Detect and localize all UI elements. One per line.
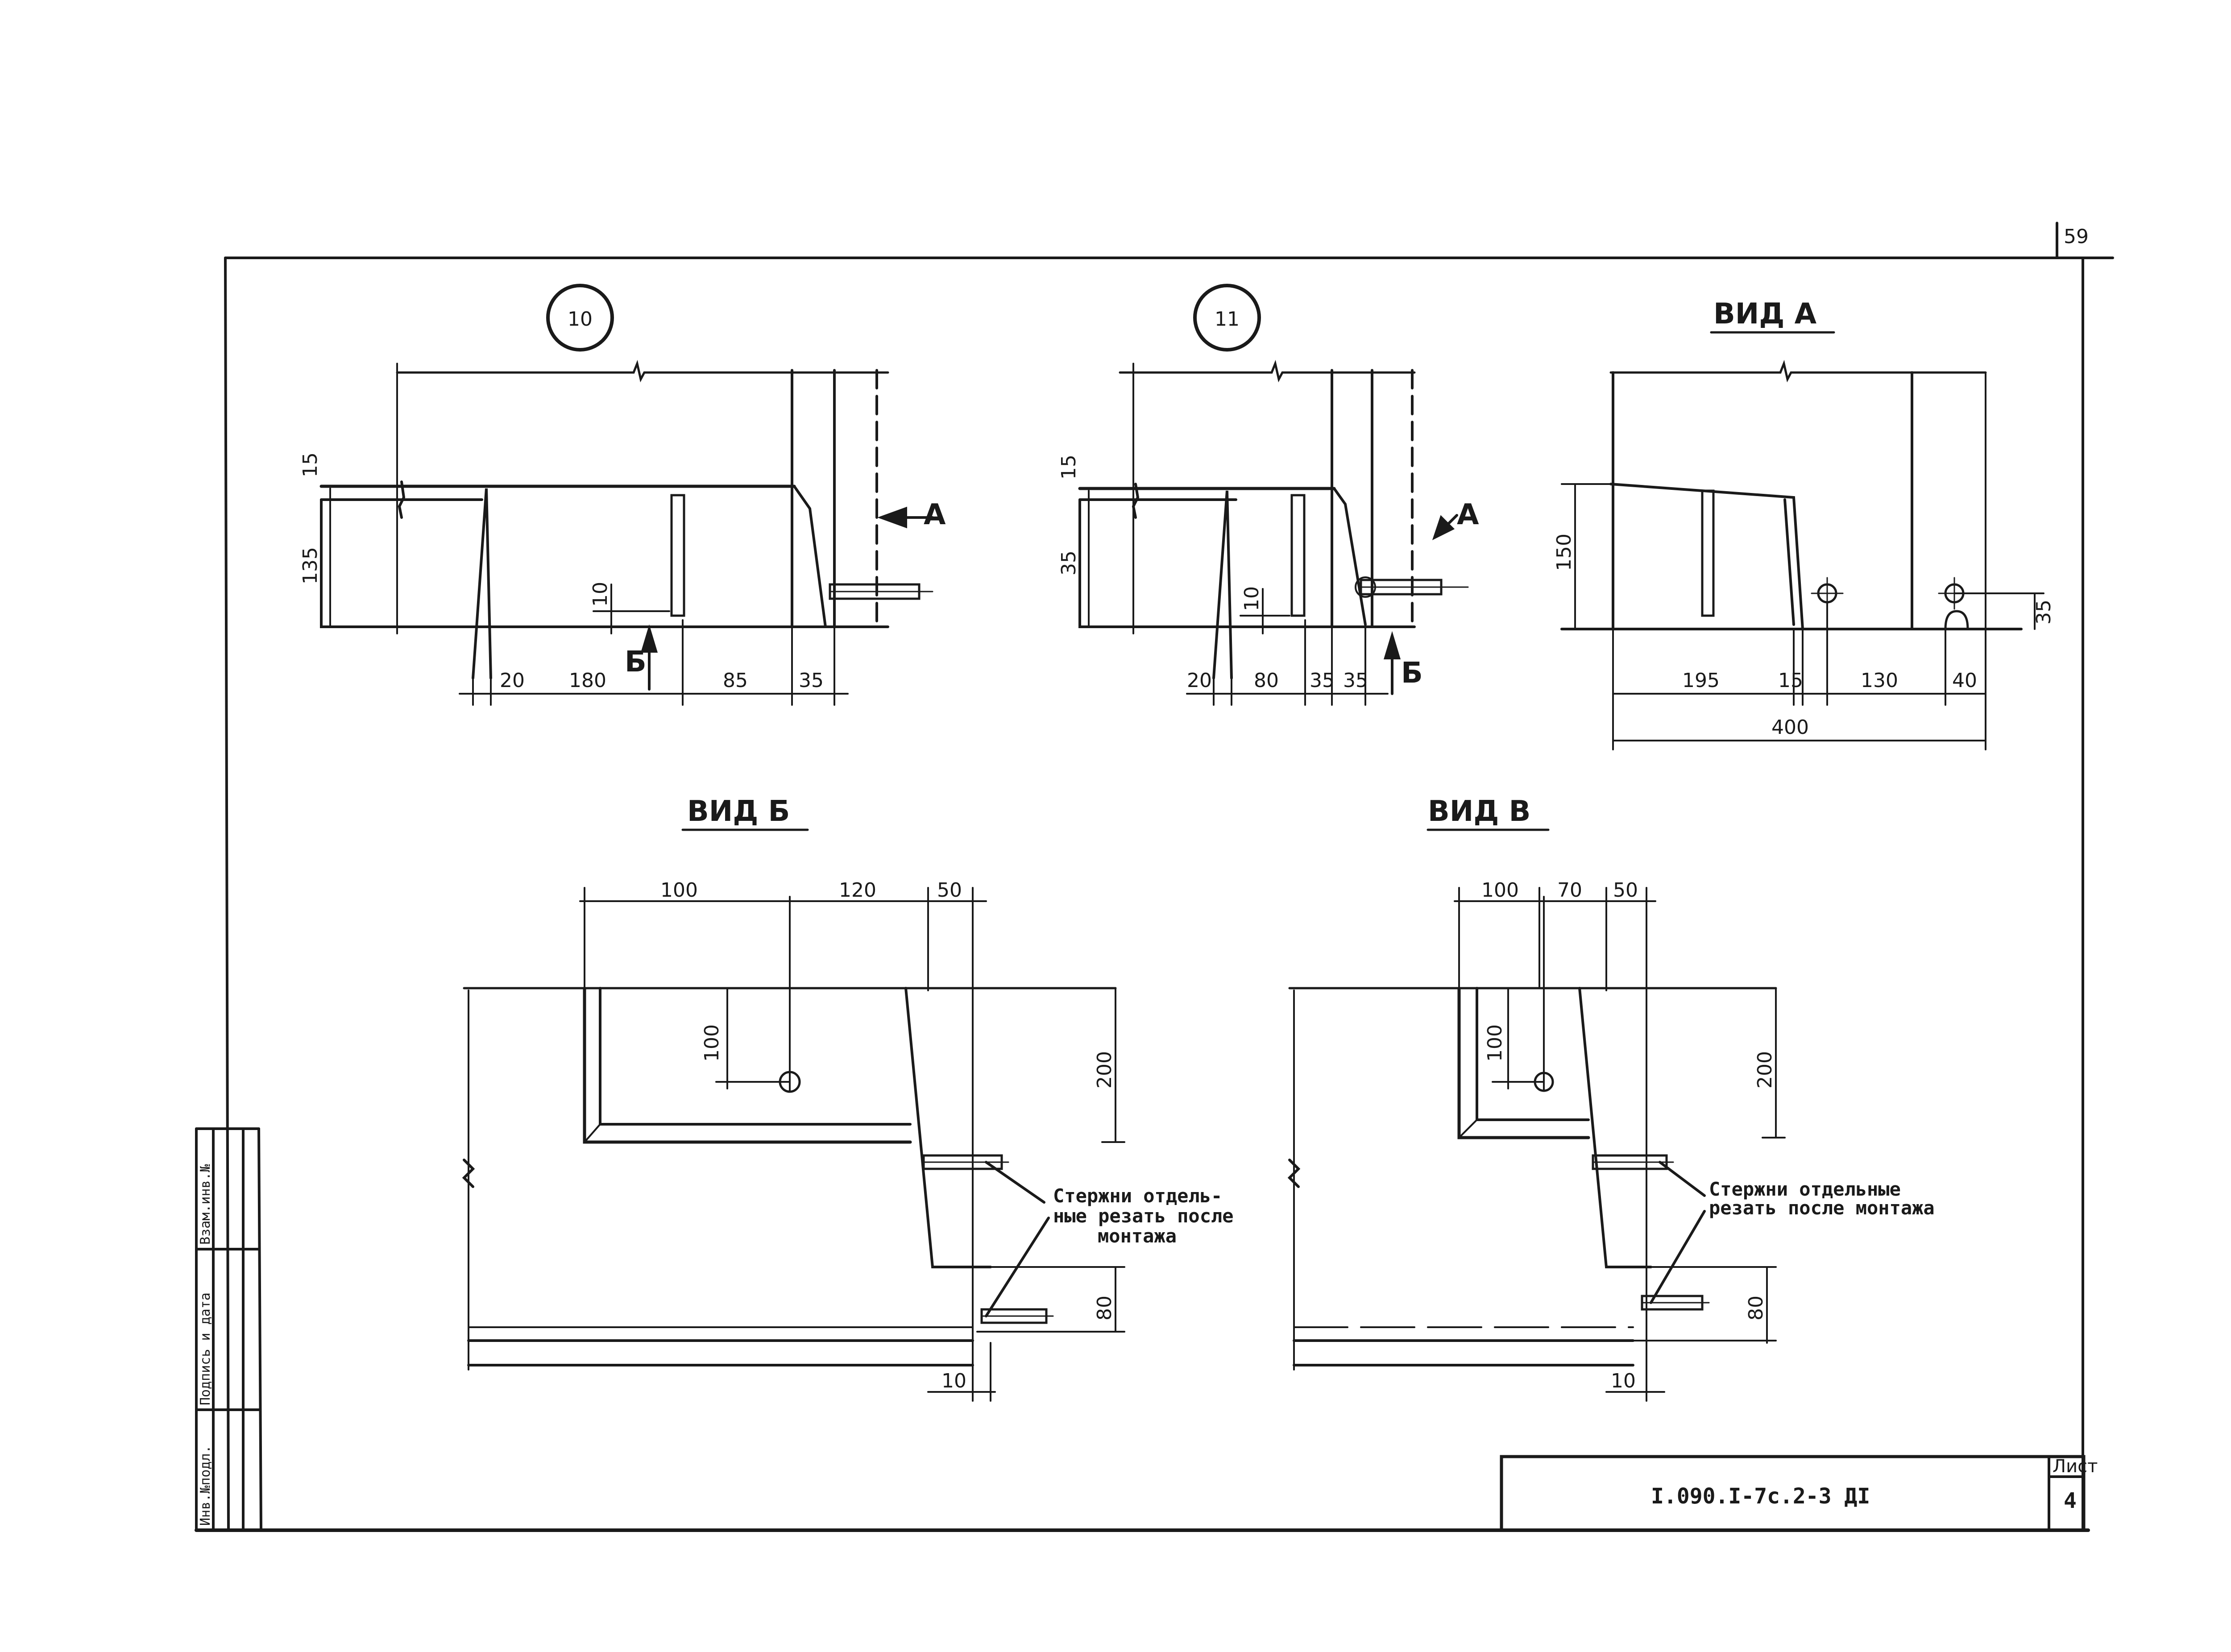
dim-b-height: 200 bbox=[1093, 1051, 1116, 1089]
dim-b-bottom: 10 bbox=[941, 1370, 966, 1392]
dim-v-height: 200 bbox=[1754, 1051, 1776, 1089]
dim-11-height: 35 bbox=[1057, 551, 1080, 576]
detail-10 bbox=[319, 284, 934, 706]
dim-b-t3: 50 bbox=[937, 879, 962, 902]
dim-11-d4: 35 bbox=[1343, 669, 1368, 692]
dim-b-t1: 100 bbox=[660, 879, 698, 902]
dim-10-d2: 180 bbox=[569, 669, 606, 692]
dim-b-t2: 120 bbox=[839, 879, 876, 902]
sheet-number: 4 bbox=[2064, 1488, 2077, 1513]
drawing-code: I.090.I-7c.2-3 ДI bbox=[1651, 1484, 1870, 1509]
view-a bbox=[1560, 331, 2044, 750]
sidebar-label-sign: Подпись и дата bbox=[198, 1292, 213, 1405]
dim-v-bottom: 10 bbox=[1611, 1370, 1636, 1392]
detail-10-number: 10 bbox=[568, 308, 593, 331]
note-b-line1: Стержни отдель- bbox=[1053, 1185, 1222, 1207]
dim-10-d4: 35 bbox=[799, 669, 824, 692]
dim-10-height: 135 bbox=[299, 547, 322, 584]
dim-v-t1: 100 bbox=[1481, 879, 1519, 902]
sidebar-stamp bbox=[195, 1127, 262, 1532]
title-block bbox=[1500, 1455, 2086, 1532]
dim-10-d1: 20 bbox=[500, 669, 525, 692]
detail-11-number: 11 bbox=[1215, 308, 1240, 331]
dim-a-d4: 40 bbox=[1952, 669, 1977, 692]
dim-11-d1: 20 bbox=[1187, 669, 1212, 692]
arrow-b-label-11: Б bbox=[1401, 657, 1423, 690]
dim-b-v1: 100 bbox=[701, 1024, 723, 1062]
dim-v-t2: 70 bbox=[1557, 879, 1582, 902]
view-b bbox=[462, 828, 1125, 1402]
dim-10-top: 15 bbox=[299, 452, 322, 477]
view-v-title: ВИД В bbox=[1428, 795, 1530, 828]
dim-v-v1: 100 bbox=[1484, 1024, 1506, 1062]
dim-b-low: 80 bbox=[1093, 1296, 1116, 1321]
detail-11-marker bbox=[1193, 284, 1261, 352]
dim-a-d2: 15 bbox=[1778, 669, 1803, 692]
dim-v-low: 80 bbox=[1745, 1296, 1767, 1321]
dim-10-d3: 85 bbox=[723, 669, 748, 692]
note-v-line2: резать после монтажа bbox=[1709, 1197, 1935, 1219]
dim-a-d3: 130 bbox=[1861, 669, 1898, 692]
sheet-frame bbox=[195, 222, 2114, 1532]
dim-11-top: 15 bbox=[1057, 455, 1080, 480]
dim-11-d2: 80 bbox=[1254, 669, 1279, 692]
dim-10-small: 10 bbox=[589, 582, 612, 607]
view-b-title: ВИД Б bbox=[687, 795, 790, 828]
view-a-title: ВИД А bbox=[1713, 298, 1817, 331]
sidebar-label-replace: Взам.инв.№ bbox=[198, 1164, 213, 1245]
arrow-b-label-10: Б bbox=[625, 646, 647, 679]
view-v bbox=[1287, 828, 1786, 1402]
note-v-line1: Стержни отдельные bbox=[1709, 1178, 1901, 1200]
dim-a-height: 150 bbox=[1553, 534, 1576, 571]
detail-10-marker bbox=[546, 284, 614, 352]
sidebar-label-inv: Инв.№подл. bbox=[198, 1445, 213, 1526]
note-b-line3: монтажа bbox=[1098, 1225, 1177, 1247]
dim-v-t3: 50 bbox=[1613, 879, 1638, 902]
dim-a-right: 35 bbox=[2032, 600, 2055, 625]
note-b-line2: ные резать после bbox=[1053, 1205, 1234, 1227]
arrow-a-label-11: A bbox=[1457, 498, 1479, 531]
sheet-label: Лист bbox=[2053, 1456, 2098, 1477]
arrow-a-label-10: A bbox=[924, 498, 946, 531]
dim-a-d1: 195 bbox=[1682, 669, 1720, 692]
detail-11 bbox=[1078, 284, 1469, 706]
dim-11-d3: 35 bbox=[1310, 669, 1335, 692]
page-number: 59 bbox=[2064, 225, 2089, 248]
dim-11-small: 10 bbox=[1240, 586, 1263, 611]
dim-a-total: 400 bbox=[1771, 716, 1809, 739]
